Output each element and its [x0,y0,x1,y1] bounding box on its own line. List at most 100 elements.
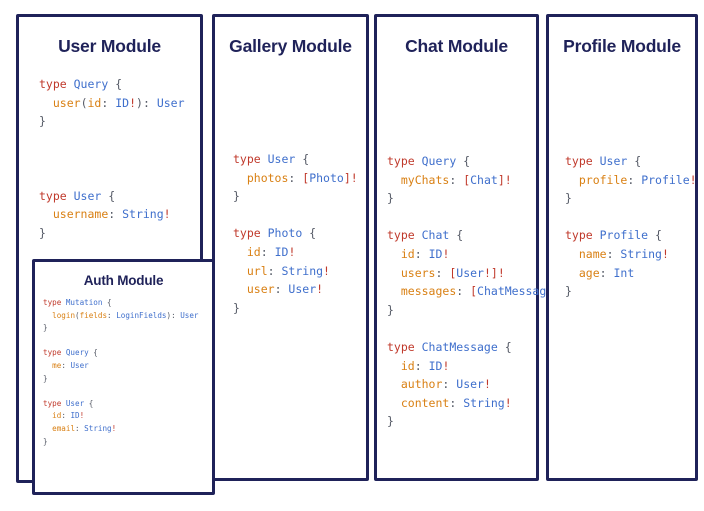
code-token: User [70,360,89,370]
code-token [387,173,401,187]
code-token: : [606,246,621,261]
code-token: type [387,228,422,243]
code-token: String [620,246,662,261]
code-token: type [233,226,268,241]
code-token: ( [80,95,88,110]
code-line: profile: Profile! [565,173,697,187]
schema-code-user: type Query { user(id: ID!): User } type … [39,75,200,242]
code-token: User [288,282,317,297]
code-token: Profile [641,172,690,187]
code-token: [ [470,284,478,299]
code-token: : [288,170,303,185]
code-token: } [39,225,46,240]
code-token: ! [163,207,171,222]
code-token: } [565,284,572,299]
code-token [387,396,401,410]
code-line: url: String! [233,264,330,278]
code-token: } [43,373,48,383]
module-panel-chat[interactable]: Chat Module type Query { myChats: [Chat]… [374,14,567,481]
code-token: { [648,228,662,243]
code-token: ! [661,246,669,261]
code-token: String [281,263,324,278]
panel-title-chat: Chat Module [405,36,508,56]
code-line: id: ID! [233,244,296,259]
module-panel-gallery[interactable]: Gallery Module type User { photos: [Phot… [212,14,369,481]
code-token [387,247,401,261]
code-token: { [88,348,98,358]
code-token: String [122,207,164,222]
code-token: : [260,244,275,259]
code-line: myChats: [Chat]! [387,173,512,187]
code-token: url [246,263,268,278]
code-line: id: ID! [387,358,450,373]
code-token [43,411,52,420]
code-token: ( [75,310,80,320]
code-line: name: String! [565,247,669,261]
code-line: me: User [43,361,89,370]
code-token: ! [288,244,296,259]
code-token: User [73,188,102,203]
panel-title-profile: Profile Module [563,36,681,56]
code-token: ! [504,395,512,410]
code-token [233,245,247,259]
module-panel-profile[interactable]: Profile Module type User { profile: Prof… [546,14,698,481]
code-token: : [414,246,429,261]
code-token: [ [463,172,471,187]
schema-code-gallery: type User { photos: [Photo]! } type Phot… [233,150,366,317]
code-line: } [43,374,48,383]
code-line: } [565,284,572,298]
code-line: photos: [Photo]! [233,171,358,185]
code-token: : [142,95,157,110]
code-line: type User { [43,399,93,408]
code-token: User [65,398,85,408]
code-token: : [449,172,464,187]
code-token: Profile [599,228,649,243]
code-token: : [442,377,457,392]
module-panel-user[interactable]: User Module type Query { user(id: ID!): … [16,14,215,495]
code-token: ChatMessage [477,284,554,299]
code-line: type Query { [39,77,122,91]
code-token: Query [421,154,457,168]
code-token: User [180,310,199,320]
code-token: { [456,154,471,168]
code-line: type Query { [43,348,98,357]
code-line: email: String! [43,424,116,433]
code-token: ! [442,358,450,373]
code-line: type Chat { [387,228,463,242]
code-token: : [61,411,71,421]
module-panel-auth[interactable]: Auth Module type Mutation { login(fields… [32,259,215,495]
code-line: } [387,414,394,428]
code-line: type Query { [387,154,470,168]
code-token: author [400,377,443,392]
code-token: ID [428,358,443,373]
code-token: User [456,265,484,280]
code-token: : [599,265,614,280]
code-token: myChats [400,172,450,187]
code-token: { [627,154,642,168]
code-line: type User { [39,189,115,203]
code-line: type Profile { [565,228,662,242]
code-token: } [233,189,240,204]
code-token: Chat [470,172,498,187]
code-token: me [52,360,62,370]
code-token: type [43,298,66,307]
code-token: { [84,398,94,408]
code-token: ] [490,265,498,280]
code-line: users: [User!]! [387,266,505,280]
code-token: age [578,265,600,280]
code-line: content: String! [387,396,512,410]
code-token: type [387,339,422,354]
panel-title-auth: Auth Module [83,273,164,288]
code-token: ID [428,246,443,261]
code-line: user: User! [233,282,323,296]
code-token: ] [497,172,505,187]
code-token: type [43,348,66,358]
code-token: String [463,395,505,410]
code-token: : [449,395,464,410]
code-token: ! [316,282,324,297]
code-token: type [233,152,268,166]
code-token: Query [73,77,109,91]
code-token: type [39,77,74,91]
code-token [387,377,401,391]
